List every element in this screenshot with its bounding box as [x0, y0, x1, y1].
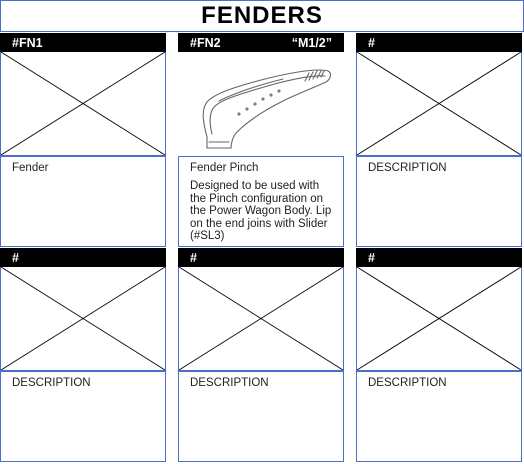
placeholder-cross-icon — [1, 52, 165, 155]
part-code: # — [190, 250, 197, 265]
part-code: #FN1 — [12, 35, 43, 50]
fender-icon — [202, 69, 331, 149]
image-placeholder — [0, 52, 166, 156]
description-box: Fender — [0, 156, 166, 247]
description-box: DESCRIPTION — [0, 371, 166, 462]
part-description: Designed to be used with the Pinch confi… — [190, 180, 332, 242]
cell-header: # — [356, 33, 522, 52]
part-name: DESCRIPTION — [368, 377, 447, 389]
part-code: #FN2 — [190, 35, 221, 50]
part-code: # — [368, 250, 375, 265]
page-title: FENDERS — [201, 2, 323, 29]
part-scale: “M1/2” — [291, 35, 332, 50]
part-name: Fender Pinch — [190, 162, 259, 174]
description-box: DESCRIPTION — [356, 371, 522, 462]
placeholder-cross-icon — [179, 267, 343, 370]
part-name: DESCRIPTION — [368, 162, 447, 174]
cell-header: #FN2 “M1/2” — [178, 33, 344, 52]
part-code: # — [12, 250, 19, 265]
description-box: Fender Pinch Designed to be used with th… — [178, 156, 344, 247]
cell-header: # — [178, 248, 344, 267]
placeholder-cross-icon — [357, 52, 521, 155]
placeholder-cross-icon — [1, 267, 165, 370]
cell-header: # — [356, 248, 522, 267]
part-name: DESCRIPTION — [12, 377, 91, 389]
image-placeholder — [178, 267, 344, 371]
part-name: DESCRIPTION — [190, 377, 269, 389]
placeholder-cross-icon — [357, 267, 521, 370]
title-bar: FENDERS — [0, 0, 524, 32]
part-code: # — [368, 35, 375, 50]
cell-header: #FN1 — [0, 33, 166, 52]
image-placeholder — [0, 267, 166, 371]
image-placeholder — [356, 52, 522, 156]
image-placeholder — [356, 267, 522, 371]
description-box: DESCRIPTION — [178, 371, 344, 462]
part-image — [178, 52, 344, 156]
cell-header: # — [0, 248, 166, 267]
description-box: DESCRIPTION — [356, 156, 522, 247]
part-name: Fender — [12, 162, 49, 174]
